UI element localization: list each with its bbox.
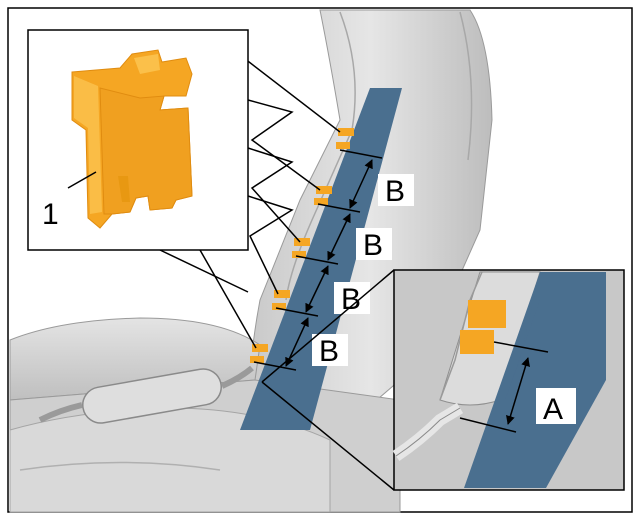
label-box [378,174,414,206]
callout-leaders [159,54,341,349]
spacing-arrows-b [285,159,373,367]
label-box [536,388,576,424]
spacing-labels-b: B B B B [312,174,414,368]
callout-label-1: 1 [42,198,59,231]
fastening-strip-detail [464,272,606,488]
clip-marker [252,344,268,352]
clip-marker [274,290,290,298]
clip-marker [338,128,354,136]
clip-marker [294,238,310,246]
clip-part [71,49,193,229]
label-box [356,228,392,260]
label-b-3: B [341,283,361,316]
inset-a-leaders [261,269,395,491]
label-box [312,334,348,366]
spacing-lines [253,149,383,371]
label-b-1: B [385,175,405,208]
clip-marker-detail [460,330,494,354]
spacing-arrow-a [506,357,530,425]
clip-markers [250,128,354,363]
clip-marker [272,303,286,310]
clip-marker [316,186,332,194]
label-box [334,282,370,314]
clip-marker [336,142,350,149]
callout-line-1 [67,171,97,189]
label-b-4: B [319,335,339,368]
clip-marker-detail [468,300,506,328]
clip-marker [314,198,328,205]
clip-detail-inset: 1 [27,29,249,251]
label-a: A [543,393,563,426]
label-b-2: B [363,229,383,262]
clip-marker [250,356,264,363]
clip-marker [292,251,306,258]
detail-a-inset: A [392,269,625,491]
